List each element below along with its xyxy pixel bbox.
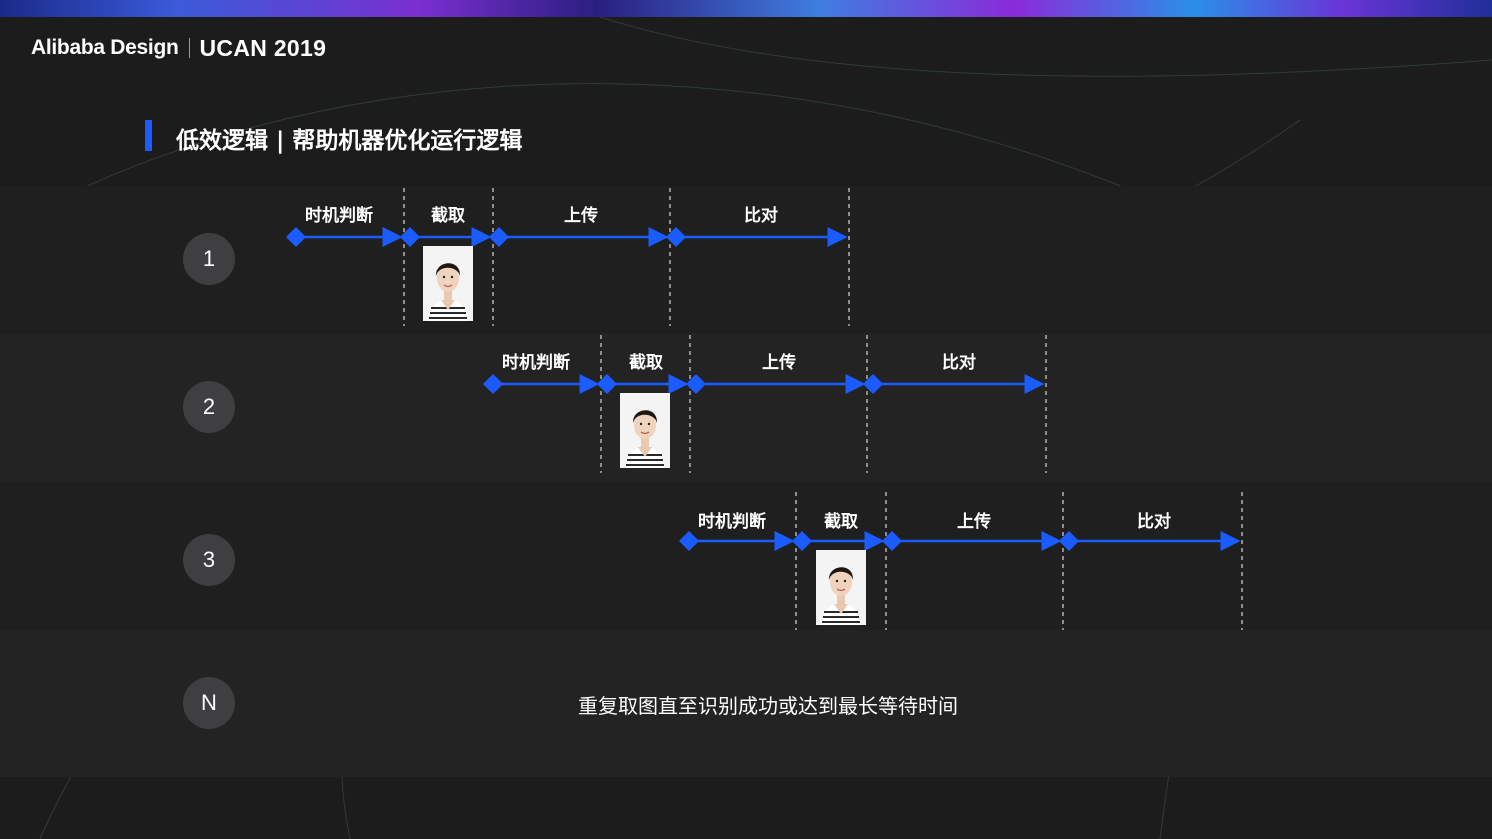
top-gradient-bar (0, 0, 1492, 17)
repeat-description: 重复取图直至识别成功或达到最长等待时间 (578, 694, 958, 718)
row-badge-1: 1 (183, 233, 235, 285)
row-band-2 (0, 333, 1492, 481)
row1-step-timing: 时机判断 (305, 206, 373, 226)
row-band-1 (0, 186, 1492, 333)
row2-step-compare: 比对 (942, 353, 976, 373)
row-band-n (0, 630, 1492, 777)
timeline-row-1 (286, 188, 850, 326)
row1-step-capture: 截取 (431, 206, 465, 226)
brand-separator (188, 38, 190, 58)
row2-step-timing: 时机判断 (502, 353, 570, 373)
brand-logo: Alibaba Design UCAN 2019 (31, 33, 326, 63)
row2-step-upload: 上传 (762, 353, 796, 373)
row-badge-3: 3 (183, 534, 235, 586)
timeline-row-2 (483, 335, 1047, 473)
row-badge-n: N (183, 677, 235, 729)
portrait-photo-3 (816, 550, 866, 625)
portrait-photo-2 (620, 393, 670, 468)
portrait-photo-1 (423, 246, 473, 321)
brand-ucan: UCAN 2019 (199, 34, 327, 61)
row1-step-upload: 上传 (564, 206, 598, 226)
page-title: 低效逻辑 | 帮助机器优化运行逻辑 (176, 128, 523, 154)
row1-step-compare: 比对 (744, 206, 778, 226)
row3-step-timing: 时机判断 (698, 512, 766, 532)
row-band-3 (0, 481, 1492, 630)
title-accent-bar (145, 120, 152, 151)
timeline-row-3 (679, 492, 1243, 630)
row3-step-upload: 上传 (957, 512, 991, 532)
row2-step-capture: 截取 (629, 353, 663, 373)
row3-step-compare: 比对 (1137, 512, 1171, 532)
row3-step-capture: 截取 (824, 512, 858, 532)
brand-alibaba-design: Alibaba Design (31, 36, 179, 59)
row-badge-2: 2 (183, 381, 235, 433)
